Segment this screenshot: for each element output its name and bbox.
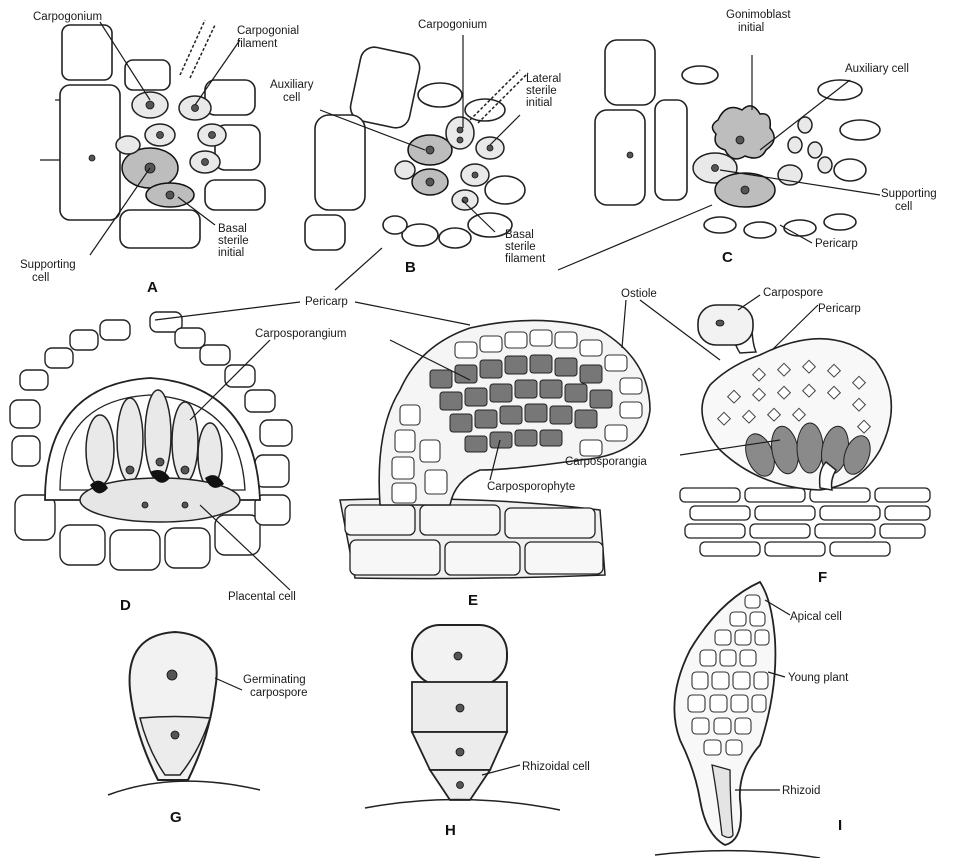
label-carpogonium-b: Carpogonium	[418, 19, 487, 31]
panel-letter-f: F	[818, 569, 827, 586]
panel-e-drawing	[340, 300, 720, 579]
label-carposporophyte-e: Carposporophyte	[487, 481, 575, 493]
panel-letter-e: E	[468, 592, 478, 609]
label-carpogonium-a: Carpogonium	[33, 11, 102, 23]
panel-letter-i: I	[838, 817, 842, 834]
panel-h-drawing	[365, 625, 560, 810]
panel-letter-g: G	[170, 809, 182, 826]
label-rhizoidal-cell-h: Rhizoidal cell	[522, 761, 590, 773]
label-rhizoid-i: Rhizoid	[782, 785, 820, 797]
label-apical-cell-i: Apical cell	[790, 611, 842, 623]
label-pericarp-c: Pericarp	[815, 238, 858, 250]
label-young-plant-i: Young plant	[788, 672, 849, 684]
label-pericarp-shared: Pericarp	[305, 296, 348, 308]
panel-letter-c: C	[722, 249, 733, 266]
label-carpospore-f: Carpospore	[763, 287, 823, 299]
panel-letter-d: D	[120, 597, 131, 614]
panel-b-drawing	[305, 35, 528, 250]
panel-c-drawing	[595, 40, 880, 243]
label-carposporangia-f: Carposporangia	[565, 456, 647, 468]
panel-f-drawing	[680, 295, 930, 556]
label-carposporangium-d: Carposporangium	[255, 328, 346, 340]
label-pericarp-f: Pericarp	[818, 303, 861, 315]
label-auxiliary-cell-c: Auxiliary cell	[845, 63, 909, 75]
panel-letter-a: A	[147, 279, 158, 296]
panel-i-drawing	[655, 582, 820, 858]
panel-letter-h: H	[445, 822, 456, 839]
panel-letter-b: B	[405, 259, 416, 276]
panel-g-drawing	[108, 632, 260, 795]
panel-a-drawing	[40, 20, 265, 255]
panel-d-drawing	[10, 312, 292, 590]
label-placental-cell-d: Placental cell	[228, 591, 296, 603]
label-ostiole: Ostiole	[621, 288, 657, 300]
